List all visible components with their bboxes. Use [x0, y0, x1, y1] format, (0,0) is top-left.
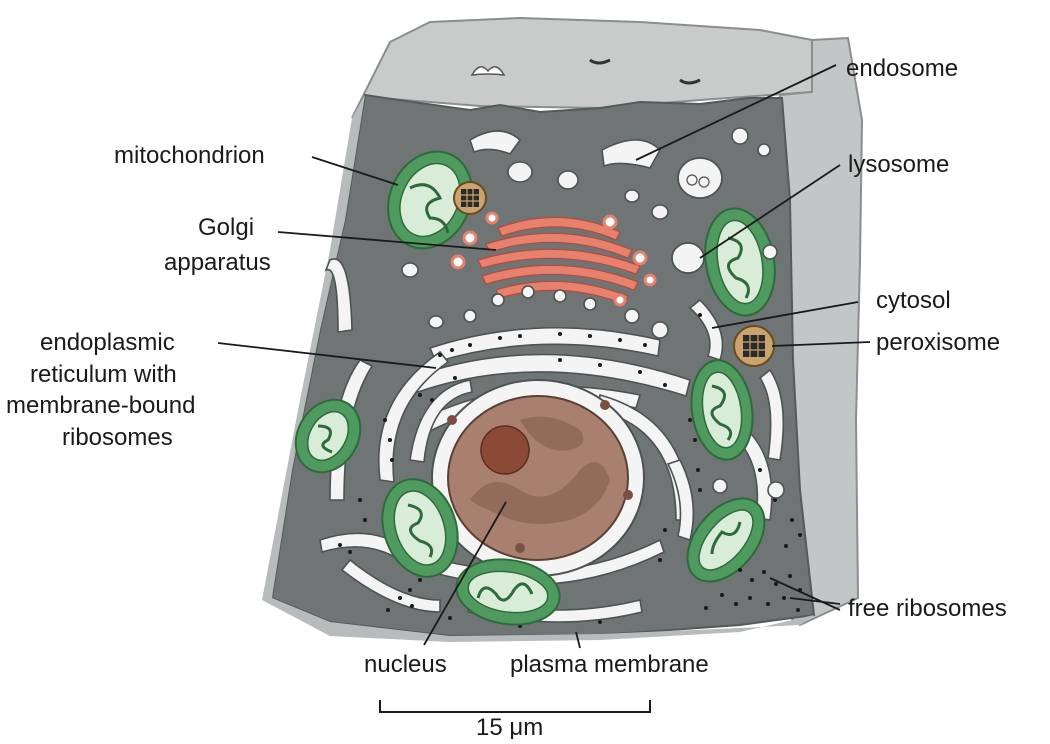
surface-pit [679, 78, 701, 85]
chromatin [470, 416, 610, 524]
label-er-line1: endoplasmic [40, 329, 175, 356]
label-golgi-line1: Golgi [198, 214, 254, 241]
er-ribosome-dots [338, 313, 777, 628]
mitochondrion-3 [294, 398, 362, 474]
scale-bar-line [379, 700, 651, 713]
endosome [469, 130, 661, 169]
label-peroxisome: peroxisome [876, 329, 1000, 356]
endoplasmic-reticulum [319, 258, 785, 623]
label-er-line2: reticulum with [30, 361, 177, 388]
nucleolus [480, 425, 530, 475]
mitochondrion-7 [686, 497, 766, 583]
mitochondrion-5 [381, 478, 459, 578]
label-er-line3: membrane-bound [6, 392, 195, 419]
labels: mitochondrion Golgi apparatus endoplasmi… [6, 55, 1007, 678]
label-plasma-membrane: plasma membrane [510, 651, 709, 678]
mitochondrion-1 [387, 150, 473, 250]
peroxisomes [453, 181, 775, 367]
label-mitochondrion: mitochondrion [114, 142, 265, 169]
mitochondrion-6 [455, 558, 561, 626]
label-er-line4: ribosomes [62, 424, 173, 451]
label-lysosome: lysosome [848, 151, 949, 178]
label-golgi-line2: apparatus [164, 249, 271, 276]
peroxisome-2 [733, 325, 775, 367]
scale-bar-label: 15 μm [476, 714, 543, 739]
label-nucleus: nucleus [364, 651, 447, 678]
label-free-ribosomes: free ribosomes [848, 595, 1007, 622]
lysosome-organelle [671, 157, 723, 274]
peroxisome-1 [453, 181, 487, 215]
vesicles [401, 127, 785, 499]
free-ribosome-dots [386, 518, 802, 612]
mitochondrion-4 [690, 359, 754, 461]
golgi-vesicles [450, 211, 657, 307]
mitochondrion-2 [704, 207, 776, 317]
surface-pit [470, 66, 506, 76]
scale-bar: 15 μm [379, 700, 651, 741]
leader-lines [217, 64, 871, 649]
mitochondria [294, 150, 776, 626]
label-endosome: endosome [846, 55, 958, 82]
nucleus [431, 379, 645, 577]
surface-pit [589, 58, 611, 65]
label-cytosol: cytosol [876, 287, 951, 314]
